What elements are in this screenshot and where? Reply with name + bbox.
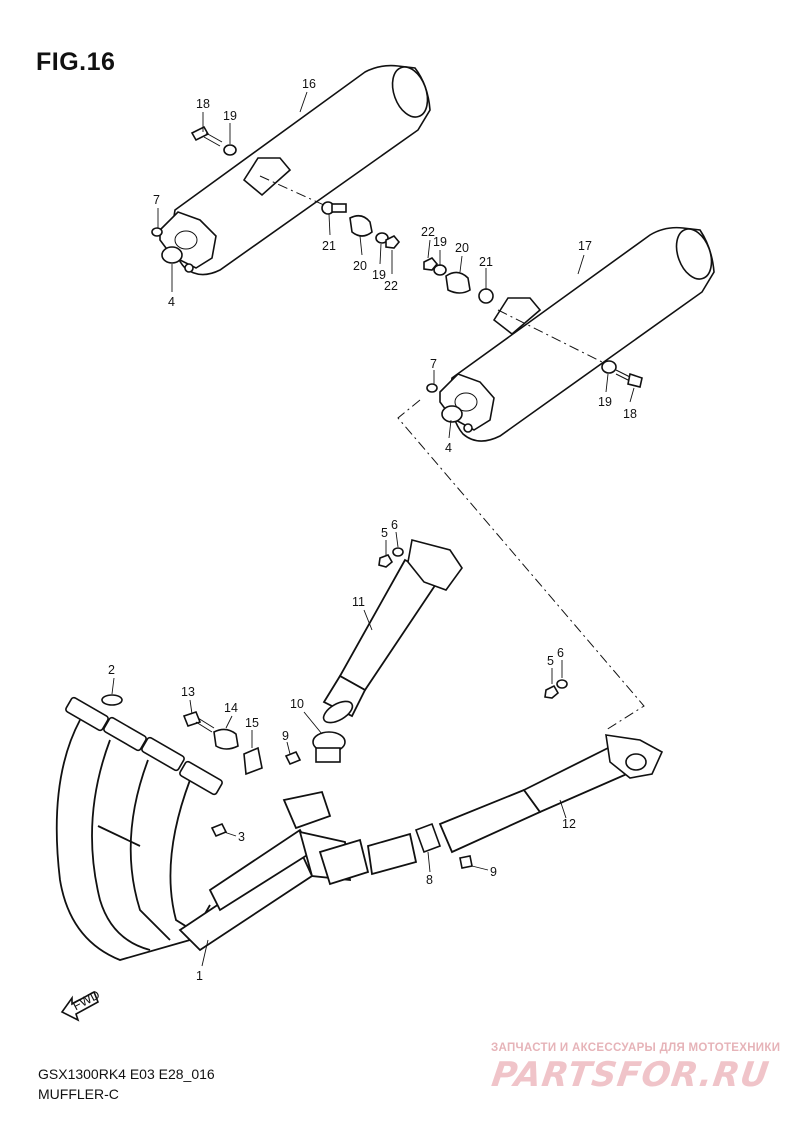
callout-5-upper: 5: [381, 526, 388, 540]
callout-10: 10: [290, 697, 304, 711]
callout-17: 17: [578, 239, 592, 253]
callout-21-upper: 21: [322, 239, 336, 253]
callout-5-lower: 5: [547, 654, 554, 668]
callout-22-lower: 22: [421, 225, 435, 239]
forward-direction-badge: FWD: [60, 988, 102, 1022]
callout-22-upper: 22: [384, 279, 398, 293]
callout-1: 1: [196, 969, 203, 983]
leader-lines: [111, 91, 635, 967]
callout-6-upper: 6: [391, 518, 398, 532]
exhaust-headers[interactable]: [55, 696, 352, 961]
callouts: 16 18 19 7 4 21 20 19 22 17 22 19 20 21 …: [108, 77, 637, 983]
callout-7-lower: 7: [430, 357, 437, 371]
callout-19-lower-right: 19: [598, 395, 612, 409]
callout-19-lower-left: 19: [433, 235, 447, 249]
svg-text:FWD: FWD: [70, 988, 102, 1014]
callout-3: 3: [238, 830, 245, 844]
callout-9-upper: 9: [282, 729, 289, 743]
callout-8: 8: [426, 873, 433, 887]
callout-2: 2: [108, 663, 115, 677]
callout-7-upper: 7: [153, 193, 160, 207]
callout-20-upper: 20: [353, 259, 367, 273]
connector-pipe[interactable]: [318, 679, 664, 886]
callout-19-upper-right: 19: [372, 268, 386, 282]
clamp[interactable]: [312, 731, 346, 763]
callout-16: 16: [302, 77, 316, 91]
callout-12: 12: [562, 817, 576, 831]
callout-14: 14: [224, 701, 238, 715]
callout-15: 15: [245, 716, 259, 730]
callout-9-lower: 9: [490, 865, 497, 879]
callout-6-lower: 6: [557, 646, 564, 660]
callout-4-upper: 4: [168, 295, 175, 309]
muffler-upper-hardware[interactable]: [151, 125, 401, 273]
mid-pipe-left[interactable]: [320, 539, 463, 727]
callout-13: 13: [181, 685, 195, 699]
callout-18-upper: 18: [196, 97, 210, 111]
watermark-tagline: ЗАПЧАСТИ И АКСЕССУАРЫ ДЛЯ МОТОТЕХНИКИ: [491, 1042, 781, 1054]
callout-21-lower: 21: [479, 255, 493, 269]
section-name: MUFFLER-C: [38, 1086, 119, 1102]
callout-4-lower: 4: [445, 441, 452, 455]
callout-20-lower: 20: [455, 241, 469, 255]
callout-18-lower: 18: [623, 407, 637, 421]
watermark-brand-logo: PARTSFOR.RU: [489, 1055, 772, 1095]
callout-19-upper-left: 19: [223, 109, 237, 123]
muffler-upper[interactable]: [159, 62, 434, 276]
header-hardware[interactable]: [101, 694, 302, 838]
callout-11: 11: [352, 595, 365, 609]
model-code: GSX1300RK4 E03 E28_016: [38, 1066, 215, 1082]
figure-title: FIG.16: [36, 48, 116, 76]
